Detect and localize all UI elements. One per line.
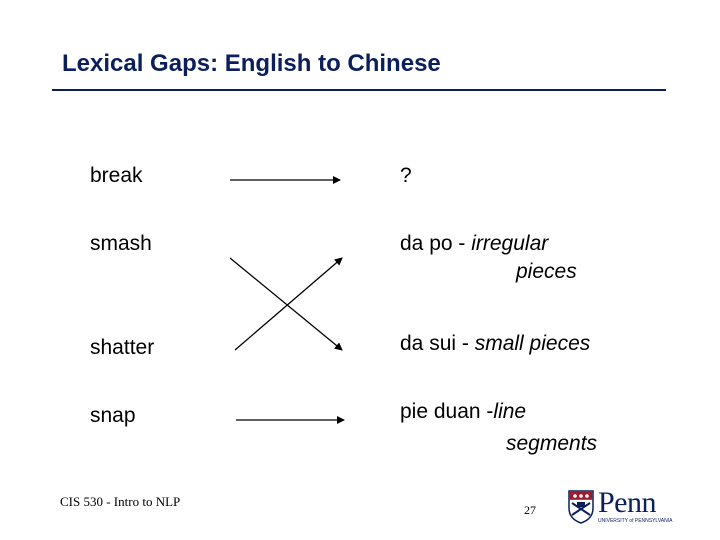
translation-description: line xyxy=(493,400,527,423)
title-underline xyxy=(52,89,666,91)
translation-description-continued: pieces xyxy=(516,260,577,283)
english-word-snap: snap xyxy=(90,404,136,427)
english-word-shatter: shatter xyxy=(90,336,155,359)
english-word-break: break xyxy=(90,164,143,187)
page-number: 27 xyxy=(524,503,536,517)
arrow-smash-to-dasui xyxy=(229,257,343,351)
english-word-smash: smash xyxy=(90,232,152,255)
translation-description: small pieces xyxy=(474,332,591,355)
penn-wordmark: Penn xyxy=(598,486,657,519)
translation-description: irregular xyxy=(471,232,549,255)
translation-description-continued: segments xyxy=(506,432,598,455)
chinese-translation-snap: pie duan -line segments xyxy=(400,400,597,456)
translation-text: da po - xyxy=(400,232,472,255)
chinese-translation-shatter: da sui - small pieces xyxy=(400,332,590,356)
chinese-translation-smash: da po - irregular pieces xyxy=(400,232,577,284)
penn-subtext: UNIVERSITY of PENNSYLVANIA xyxy=(598,518,673,524)
translation-text: da sui - xyxy=(400,332,475,355)
translation-text: pie duan - xyxy=(400,400,494,423)
footer-course: CIS 530 - Intro to NLP xyxy=(60,494,181,509)
penn-shield-icon xyxy=(568,490,594,524)
chinese-translation-break: ? xyxy=(400,164,412,188)
slide-title: Lexical Gaps: English to Chinese xyxy=(62,50,441,77)
translation-text: ? xyxy=(400,164,412,187)
arrow-shatter-to-dapo xyxy=(234,257,343,351)
penn-logo: Penn UNIVERSITY of PENNSYLVANIA xyxy=(568,486,672,526)
